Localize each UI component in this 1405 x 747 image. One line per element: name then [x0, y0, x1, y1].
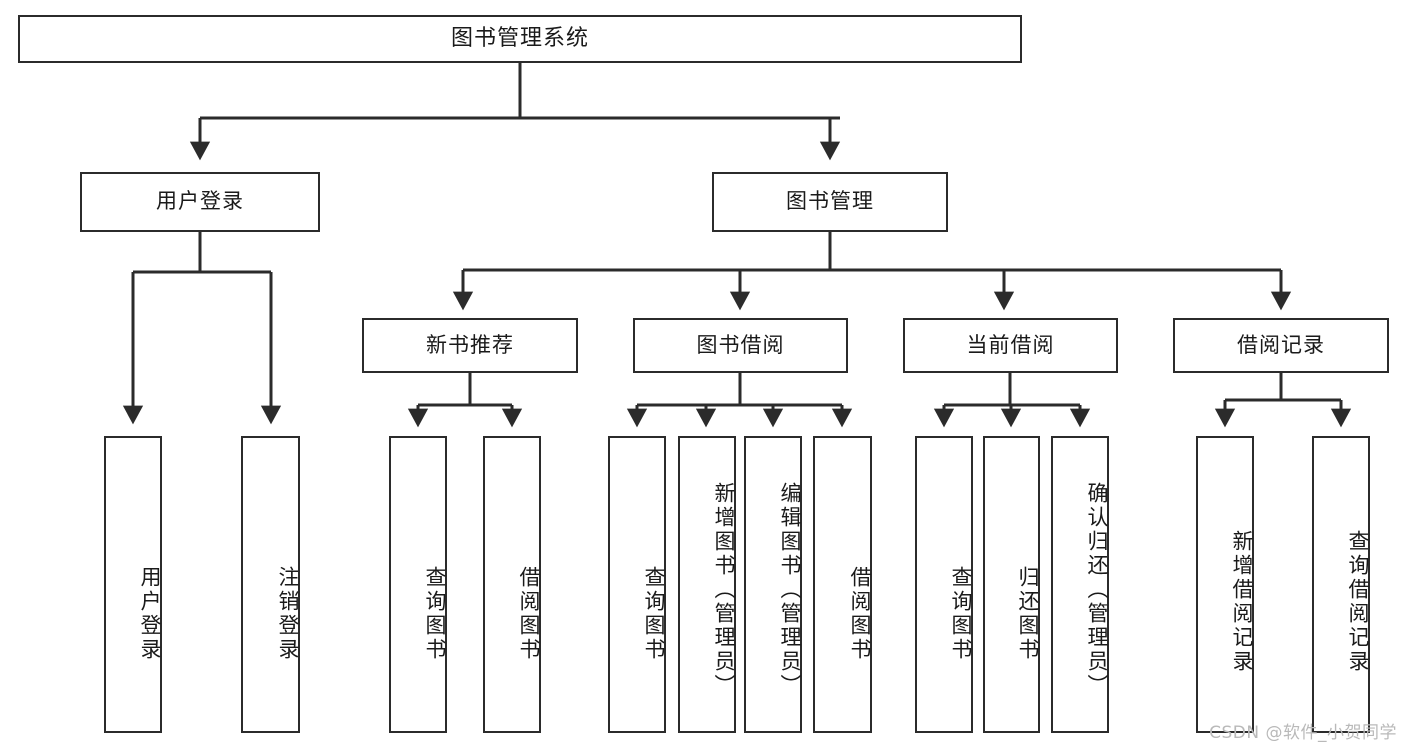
leaf-label: 确认归还（管理员） [1085, 481, 1109, 698]
node-book-borrow[interactable]: 图书借阅 [633, 318, 848, 373]
leaf-label: 查询图书 [949, 565, 973, 662]
leaf-label: 查询图书 [423, 565, 447, 662]
leaf-label: 注销登录 [276, 565, 300, 662]
leaf-label: 借阅图书 [517, 565, 541, 662]
node-current-borrow[interactable]: 当前借阅 [903, 318, 1118, 373]
leaf-query-book-3[interactable]: 查询图书 [915, 436, 973, 733]
node-book-management[interactable]: 图书管理 [712, 172, 948, 232]
leaf-return-book[interactable]: 归还图书 [983, 436, 1040, 733]
leaf-label: 新增借阅记录 [1230, 529, 1254, 674]
leaf-borrow-book-2[interactable]: 借阅图书 [813, 436, 872, 733]
leaf-confirm-return[interactable]: 确认归还（管理员） [1051, 436, 1109, 733]
node-borrow-record[interactable]: 借阅记录 [1173, 318, 1389, 373]
leaf-label: 归还图书 [1016, 565, 1040, 662]
leaf-user-login[interactable]: 用户登录 [104, 436, 162, 733]
leaf-add-borrow-record[interactable]: 新增借阅记录 [1196, 436, 1254, 733]
leaf-label: 借阅图书 [848, 565, 872, 662]
leaf-label: 新增图书（管理员） [712, 481, 736, 698]
node-root-system[interactable]: 图书管理系统 [18, 15, 1022, 63]
leaf-label: 查询图书 [642, 565, 666, 662]
node-new-book-recommend[interactable]: 新书推荐 [362, 318, 578, 373]
leaf-label: 用户登录 [138, 565, 162, 662]
leaf-label: 编辑图书（管理员） [778, 481, 802, 698]
leaf-query-borrow-record[interactable]: 查询借阅记录 [1312, 436, 1370, 733]
leaf-borrow-book-1[interactable]: 借阅图书 [483, 436, 541, 733]
leaf-add-book[interactable]: 新增图书（管理员） [678, 436, 736, 733]
leaf-query-book-2[interactable]: 查询图书 [608, 436, 666, 733]
leaf-edit-book[interactable]: 编辑图书（管理员） [744, 436, 802, 733]
leaf-query-book-1[interactable]: 查询图书 [389, 436, 447, 733]
leaf-label: 查询借阅记录 [1346, 529, 1370, 674]
node-user-login[interactable]: 用户登录 [80, 172, 320, 232]
watermark-text: CSDN @软件_小贺同学 [1209, 723, 1397, 743]
leaf-logout-login[interactable]: 注销登录 [241, 436, 300, 733]
